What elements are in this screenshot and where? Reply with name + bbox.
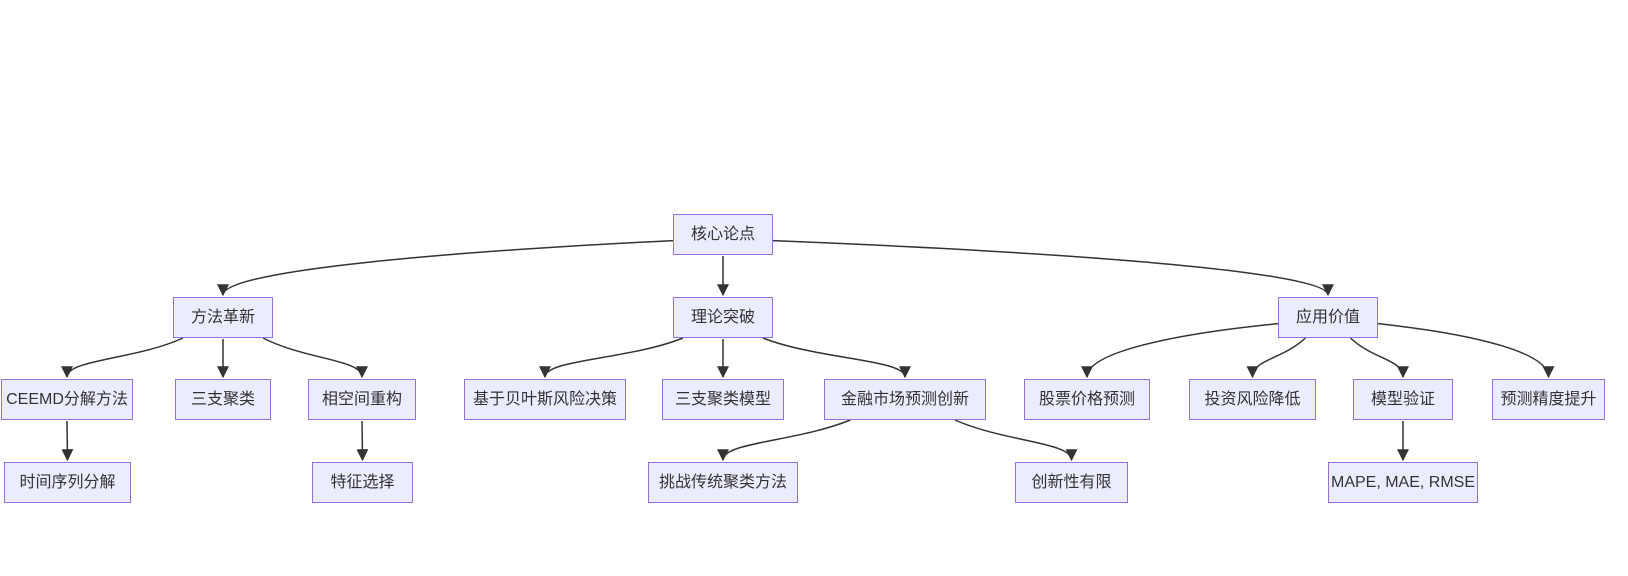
edge-method-ceemd <box>61 337 184 379</box>
node-label-theory: 理论突破 <box>690 308 755 326</box>
node-label-ceemd: CEEMD分解方法 <box>6 390 128 408</box>
node-phase-space: 相空间重构 <box>308 379 416 420</box>
edge-root-application <box>772 239 1334 297</box>
edge-application-accuracy <box>1377 322 1555 379</box>
node-label-root: 核心论点 <box>690 225 755 243</box>
node-label-feature-select: 特征选择 <box>330 473 395 491</box>
node-label-method: 方法革新 <box>190 308 255 326</box>
node-label-fin-innovation: 金融市场预测创新 <box>840 390 969 408</box>
edge-method-phase-space <box>262 337 368 379</box>
edge-theory-fin-innovation <box>762 337 911 379</box>
edge-ceemd-ts-decompose <box>61 420 74 462</box>
node-theory: 理论突破 <box>673 297 773 338</box>
node-feature-select: 特征选择 <box>312 462 413 503</box>
node-label-ts-decompose: 时间序列分解 <box>19 473 116 491</box>
node-stock-predict: 股票价格预测 <box>1024 379 1150 420</box>
node-label-accuracy: 预测精度提升 <box>1500 390 1597 408</box>
node-three-way: 三支聚类 <box>175 379 271 420</box>
node-root: 核心论点 <box>673 214 773 255</box>
edge-root-method <box>217 239 674 297</box>
node-label-risk-reduction: 投资风险降低 <box>1204 390 1301 408</box>
edge-phase-space-feature-select <box>356 420 369 462</box>
node-fin-innovation: 金融市场预测创新 <box>824 379 986 420</box>
edge-fin-innovation-challenge <box>717 419 851 462</box>
node-risk-reduction: 投资风险降低 <box>1189 379 1316 420</box>
node-ceemd: CEEMD分解方法 <box>1 379 133 420</box>
node-label-limited-innov: 创新性有限 <box>1031 473 1112 491</box>
edge-application-stock-predict <box>1081 322 1279 379</box>
node-bayesian: 基于贝叶斯风险决策 <box>464 379 626 420</box>
node-method: 方法革新 <box>173 297 273 338</box>
edge-application-risk-reduction <box>1246 337 1306 379</box>
node-challenge: 挑战传统聚类方法 <box>648 462 798 503</box>
node-ts-decompose: 时间序列分解 <box>4 462 131 503</box>
node-label-three-way: 三支聚类 <box>190 390 255 408</box>
node-metrics: MAPE, MAE, RMSE <box>1328 462 1478 503</box>
node-label-stock-predict: 股票价格预测 <box>1038 390 1135 408</box>
edge-application-model-validation <box>1349 337 1409 379</box>
node-label-metrics: MAPE, MAE, RMSE <box>1330 473 1476 491</box>
node-label-bayesian: 基于贝叶斯风险决策 <box>472 390 617 408</box>
node-application: 应用价值 <box>1278 297 1378 338</box>
edge-theory-bayesian <box>539 337 684 379</box>
node-label-phase-space: 相空间重构 <box>321 390 402 408</box>
node-model-validation: 模型验证 <box>1353 379 1453 420</box>
node-label-model-validation: 模型验证 <box>1370 390 1435 408</box>
node-twc-model: 三支聚类模型 <box>662 379 784 420</box>
node-accuracy: 预测精度提升 <box>1492 379 1605 420</box>
node-limited-innov: 创新性有限 <box>1015 462 1128 503</box>
node-label-twc-model: 三支聚类模型 <box>674 390 771 408</box>
node-label-challenge: 挑战传统聚类方法 <box>658 473 787 491</box>
edge-fin-innovation-limited-innov <box>954 419 1078 462</box>
node-label-application: 应用价值 <box>1295 308 1360 326</box>
